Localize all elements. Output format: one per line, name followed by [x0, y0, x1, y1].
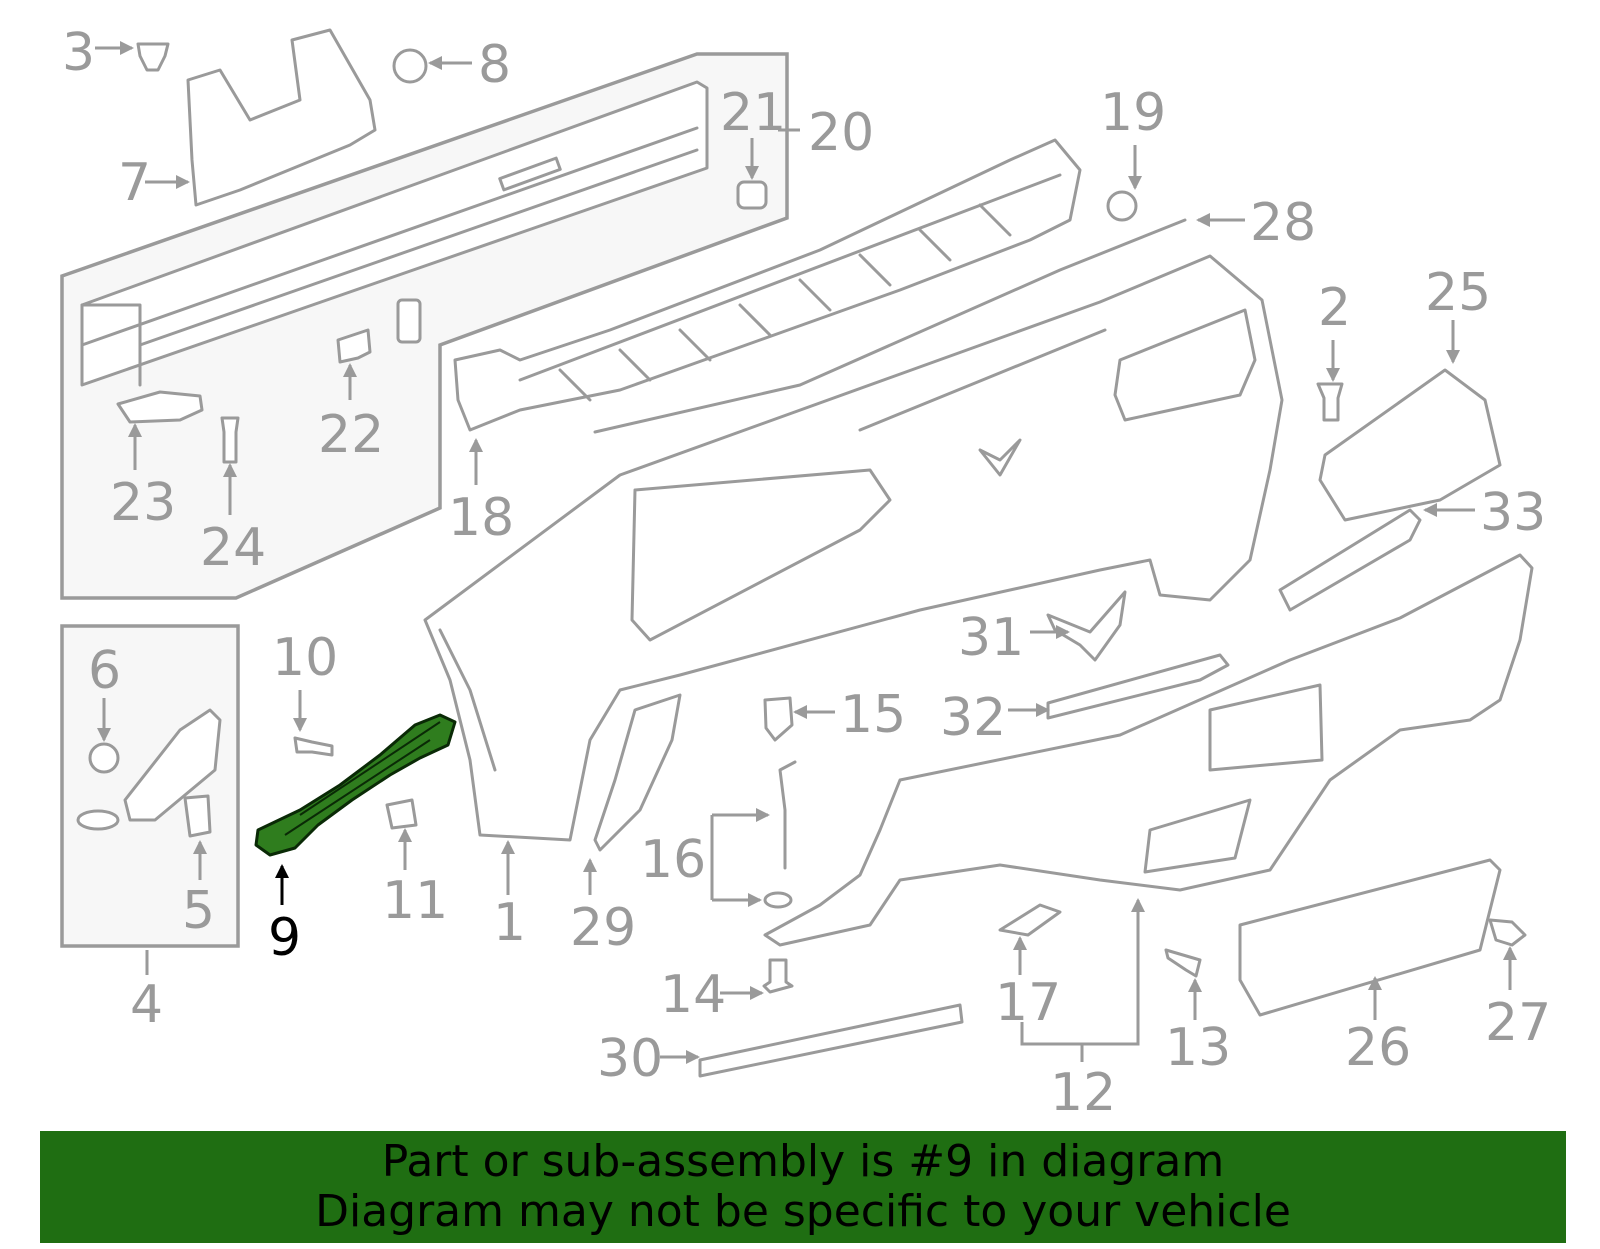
bolt-24 — [220, 416, 240, 464]
callout-5: 5 — [182, 881, 215, 941]
callout-29: 29 — [570, 898, 636, 958]
clip-15 — [763, 696, 794, 742]
callout-22: 22 — [318, 405, 384, 465]
callout-21: 21 — [720, 83, 786, 143]
nut-19 — [1106, 190, 1138, 222]
callout-32: 32 — [940, 688, 1006, 748]
reflector-26 — [1238, 858, 1502, 1017]
callout-11: 11 — [382, 871, 448, 931]
callout-25: 25 — [1425, 263, 1491, 323]
callout-33: 33 — [1480, 483, 1546, 543]
callout-4: 4 — [130, 975, 163, 1035]
bolt-13 — [1164, 948, 1202, 978]
fascia-main — [423, 254, 1284, 842]
clip-11 — [385, 798, 418, 830]
bezel-25 — [1318, 368, 1502, 522]
callout-7: 7 — [118, 153, 151, 213]
callout-1: 1 — [493, 893, 526, 953]
callout-20: 20 — [808, 103, 874, 163]
callout-6: 6 — [88, 641, 121, 701]
callout-18: 18 — [448, 488, 514, 548]
callout-27: 27 — [1485, 993, 1551, 1053]
callout-30: 30 — [597, 1029, 663, 1089]
screw-10 — [293, 736, 334, 757]
callout-10: 10 — [272, 628, 338, 688]
bolt-27 — [1488, 918, 1527, 947]
clip-4b — [76, 809, 120, 831]
callout-26: 26 — [1345, 1018, 1411, 1078]
callout-12: 12 — [1050, 1063, 1116, 1123]
callout-16: 16 — [640, 830, 706, 890]
callout-28: 28 — [1250, 193, 1316, 253]
callout-13: 13 — [1165, 1018, 1231, 1078]
retainer-28 — [593, 218, 1187, 434]
leaders — [95, 41, 1517, 1064]
bracket-7 — [186, 28, 377, 207]
callout-24: 24 — [200, 518, 266, 578]
callout-15: 15 — [840, 685, 906, 745]
clip-22 — [336, 328, 372, 364]
callout-19: 19 — [1100, 83, 1166, 143]
energy-absorber — [453, 138, 1082, 432]
callout-2: 2 — [1318, 278, 1351, 338]
banner-line-2: Diagram may not be specific to your vehi… — [315, 1186, 1291, 1237]
callout-17: 17 — [995, 973, 1061, 1033]
nut-8 — [392, 48, 428, 84]
bracket-23 — [116, 390, 204, 424]
molding-30 — [698, 1003, 964, 1078]
washer-16 — [763, 891, 793, 909]
bracket-17 — [998, 903, 1062, 937]
callout-9: 9 — [268, 908, 301, 968]
callout-3: 3 — [62, 23, 95, 83]
callout-14: 14 — [660, 965, 726, 1025]
bracket-4 — [123, 708, 222, 822]
nut-6 — [88, 742, 120, 774]
emblem-31 — [1046, 590, 1127, 662]
banner-line-1: Part or sub-assembly is #9 in diagram — [381, 1136, 1225, 1187]
cap-21 — [736, 180, 768, 210]
push-pin-3 — [136, 42, 170, 72]
highlighted-bracket-9[interactable] — [254, 713, 457, 857]
bolt-14 — [762, 958, 794, 994]
emblem-33 — [1278, 508, 1422, 612]
reinforcement-bar — [80, 80, 709, 387]
grille-29 — [593, 693, 682, 852]
callout-labels: 3 8 7 21 20 19 28 22 23 24 18 2 25 33 6 … — [62, 23, 1551, 1123]
info-banner: Part or sub-assembly is #9 in diagram Di… — [40, 1131, 1566, 1243]
callout-8: 8 — [478, 35, 511, 95]
callout-31: 31 — [958, 608, 1024, 668]
callout-23: 23 — [110, 473, 176, 533]
push-pin-2 — [1316, 382, 1344, 422]
clip-5 — [183, 794, 212, 838]
fascia-lower — [763, 553, 1534, 947]
rod-16 — [778, 760, 797, 870]
clip-22b — [396, 298, 422, 344]
